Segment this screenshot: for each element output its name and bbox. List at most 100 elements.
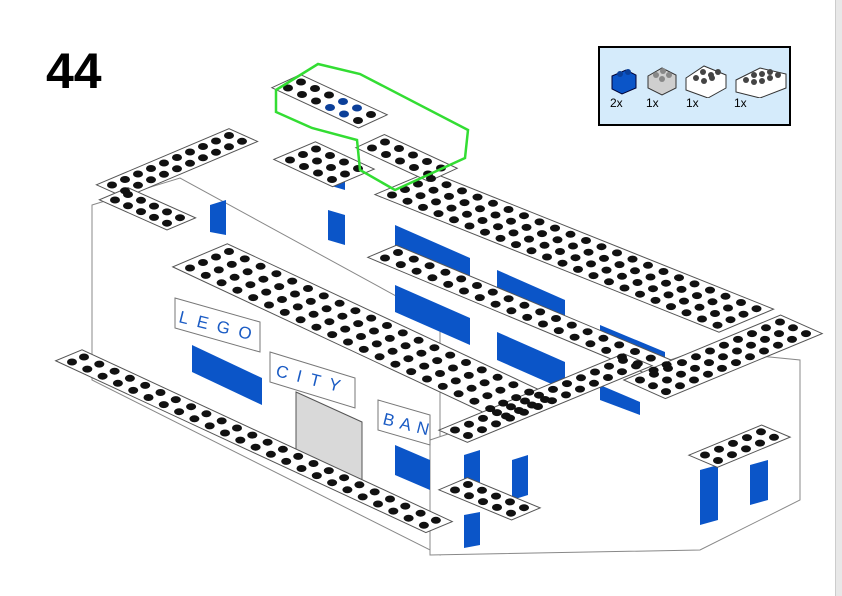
step-number: 44 [46,43,102,99]
stud [704,359,714,367]
stud [211,253,221,261]
stud [561,391,571,399]
white-2x4-brick-icon [735,67,787,98]
stud [717,364,727,372]
stud [617,368,627,376]
stud [299,163,309,170]
stud [255,262,266,270]
stud [235,436,246,444]
stud [358,345,369,353]
stud [430,516,441,524]
stud [277,296,287,303]
stud [477,217,488,224]
stud [352,104,362,112]
stud [472,282,482,289]
sign-lego-panel [174,297,261,353]
stud [271,270,282,278]
stud [112,379,123,387]
window [700,465,718,525]
stud [477,426,487,434]
stud [453,390,464,398]
roof-plate [354,133,459,183]
stud [676,285,687,293]
stud [550,224,560,232]
stud [725,316,736,324]
stud [490,211,501,219]
stud [123,191,133,198]
stud [506,307,517,315]
stud [457,187,467,195]
new-bricks-highlight [274,62,470,192]
stud [283,84,293,92]
stud [416,349,427,357]
stud [340,325,351,333]
stud [508,229,519,237]
stud [435,370,445,377]
stud [472,193,483,201]
stud [146,165,156,172]
stud [186,403,197,411]
stud [411,267,422,275]
stud [220,429,230,437]
stud [617,272,627,280]
stud [478,498,488,506]
sign-bank-panel [377,399,431,446]
stud [224,143,234,151]
blue-1x2-brick-icon [611,69,637,95]
window [750,460,768,505]
stud [409,164,419,171]
stud [503,206,514,213]
stud [277,445,288,453]
stud [312,157,322,165]
stud [427,274,438,282]
stud [298,151,308,158]
stud [79,353,89,361]
stud [94,360,105,368]
stud [618,356,628,364]
stud [631,362,641,370]
stud [400,342,411,350]
stud [318,292,329,300]
stud [630,348,640,355]
stud [570,254,581,262]
stud [232,286,243,294]
stud [229,273,240,281]
roof-plate [54,349,454,534]
stud [650,296,661,304]
window [210,200,226,235]
stud [285,156,295,164]
stud [761,324,771,332]
stud [539,241,550,249]
stud [713,457,723,464]
stud [67,358,77,366]
stud [575,385,585,393]
stud [586,260,596,268]
stud [419,362,430,370]
stud [456,275,467,283]
stud [705,347,715,355]
stud [443,280,454,288]
stud [760,335,770,343]
stud [162,208,172,216]
stud [519,504,529,512]
stud [337,312,348,320]
stud [274,283,285,291]
stud [679,297,689,305]
stud [469,397,480,405]
stud [731,359,741,367]
stud [172,165,182,173]
stud [464,492,474,500]
stud [373,500,383,508]
stud [136,196,146,204]
stud [569,333,580,341]
stud [662,376,672,384]
stud [357,493,368,501]
stud [237,137,247,145]
stud [232,424,242,432]
stud [440,268,451,276]
stud [339,158,349,166]
stud [697,315,707,323]
stud [553,327,564,335]
stud [149,202,159,210]
